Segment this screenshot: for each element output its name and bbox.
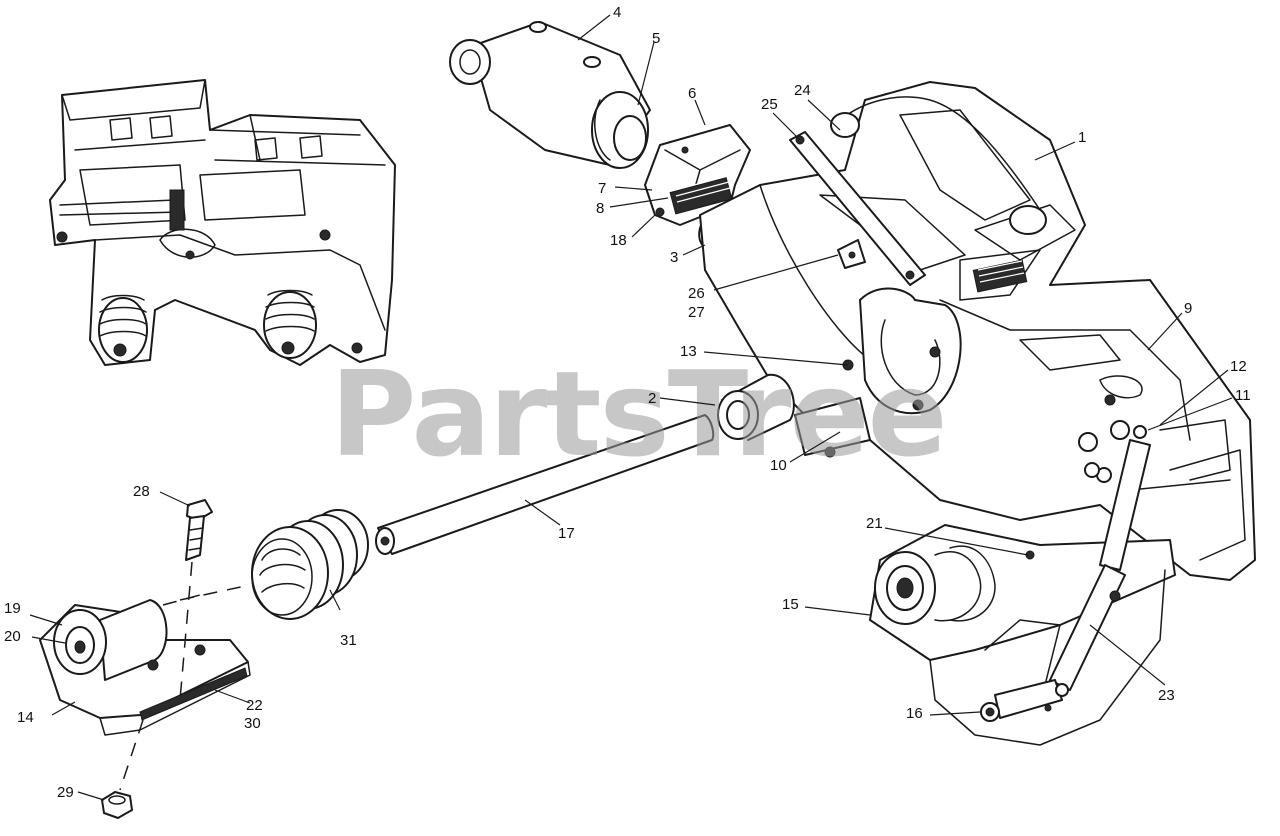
callout-14: 14: [17, 709, 34, 726]
assembly-dash-lines: [119, 561, 251, 791]
callout-27: 27: [688, 304, 705, 321]
cylinder-assembly-drawing: [449, 21, 651, 169]
right-hanger-drawing: [869, 439, 1176, 746]
callout-6: 6: [688, 85, 696, 102]
callout-31: 31: [340, 632, 357, 649]
callout-3: 3: [670, 249, 678, 266]
shaft-drawing: [375, 414, 715, 555]
callout-10: 10: [770, 457, 787, 474]
callout-11: 11: [1235, 387, 1251, 404]
partstree-watermark: PartsTree: [330, 345, 946, 483]
callout-25: 25: [761, 96, 778, 113]
main-frame-drawing: [699, 81, 1256, 581]
lower-hanger-drawing: [39, 599, 251, 736]
callout-15: 15: [782, 596, 799, 613]
callout-7: 7: [598, 180, 606, 197]
callout-1: 1: [1078, 129, 1086, 146]
plate-drawing: [794, 397, 871, 458]
leader-lines: [29, 14, 1233, 801]
callout-12: 12: [1230, 358, 1247, 375]
callout-labels: 1 2 3 4 5 6 7 8 9 10 11 12 13 14 15 16 1…: [4, 4, 1251, 801]
callout-21: 21: [866, 515, 883, 532]
callout-26: 26: [688, 285, 705, 302]
callout-29: 29: [57, 784, 74, 801]
bracket-drawing: [644, 124, 751, 226]
callout-28: 28: [133, 483, 150, 500]
callout-4: 4: [613, 4, 621, 21]
callout-18: 18: [610, 232, 627, 249]
bolt-drawing: [185, 499, 213, 561]
callout-20: 20: [4, 628, 21, 645]
nut-drawing: [101, 791, 133, 819]
callout-5: 5: [652, 30, 660, 47]
callout-30: 30: [244, 715, 261, 732]
callout-8: 8: [596, 200, 604, 217]
callout-17: 17: [558, 525, 575, 542]
spring-drawing: [251, 509, 369, 620]
callout-13: 13: [680, 343, 697, 360]
callout-19: 19: [4, 600, 21, 617]
callout-16: 16: [906, 705, 923, 722]
bushing-drawing: [717, 373, 795, 441]
callout-9: 9: [1184, 300, 1192, 317]
callout-24: 24: [794, 82, 811, 99]
callout-22: 22: [246, 697, 263, 714]
callout-23: 23: [1158, 687, 1175, 704]
assembled-overview-drawing: [49, 79, 396, 366]
callout-2: 2: [648, 390, 656, 407]
